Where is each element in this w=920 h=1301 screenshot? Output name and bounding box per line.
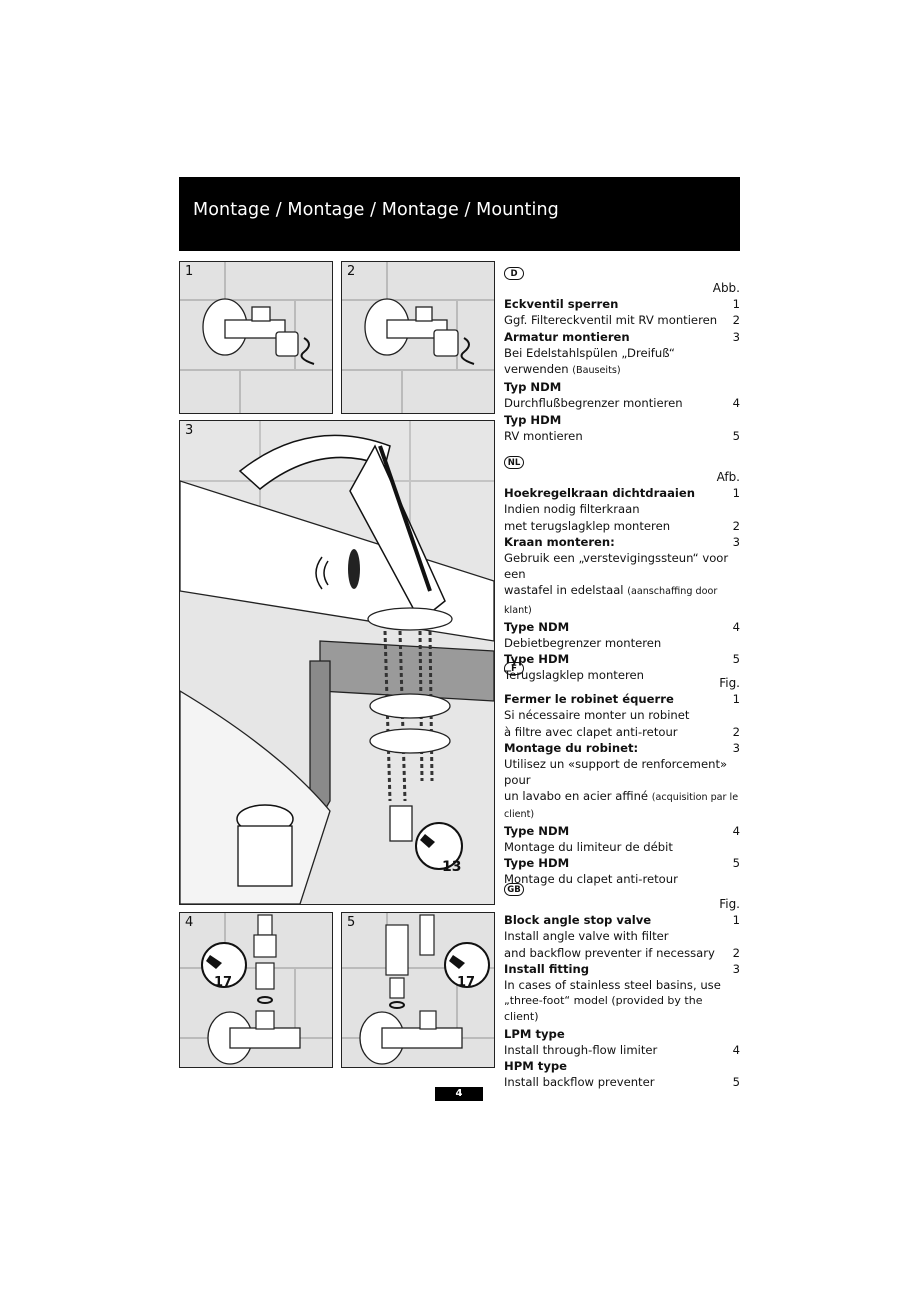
step-title: Type NDM: [504, 619, 570, 634]
figure-number: 4: [732, 396, 740, 411]
figure-ref-label: Fig.: [719, 897, 740, 911]
figure-number: 2: [732, 518, 740, 533]
wrench-size-label: 17: [457, 975, 475, 990]
step-text: In cases of stainless steel basins, use: [504, 978, 721, 992]
step-title: Eckventil sperren: [504, 297, 619, 312]
step-title: Montage du robinet:: [504, 740, 639, 755]
figure-number: 3: [732, 740, 740, 755]
figure-3: 13 3: [179, 420, 495, 905]
language-badge-fr: F: [504, 662, 524, 675]
step-text: Install through-flow limiter: [504, 1042, 658, 1057]
figure-number: 1: [732, 913, 740, 928]
step-title: Typ NDM: [504, 380, 562, 395]
figure-1: 1: [179, 261, 333, 414]
section-gb: GB Fig. Block angle stop valve 1 Install …: [504, 877, 740, 1090]
figure-number: 5: [732, 428, 740, 443]
step-text: Debietbegrenzer monteren: [504, 636, 662, 651]
section-de: D Abb. Eckventil sperren 1 Ggf. Filtereck…: [504, 261, 740, 444]
step-title: Hoekregelkraan dichtdraaien: [504, 486, 696, 501]
figure-number: 5: [732, 856, 740, 871]
step-note: client): [504, 808, 535, 820]
step-text: Gebruik een „verstevigingssteun“ voor ee…: [504, 551, 729, 582]
step-text: and backflow preventer if necessary: [504, 945, 715, 960]
step-title: Block angle stop valve: [504, 913, 652, 928]
step-text: Bei Edelstahlspülen „Dreifuß“: [504, 345, 675, 360]
step-text: Si nécessaire monter un robinet: [504, 708, 690, 723]
step-text: Indien nodig filterkraan: [504, 502, 640, 517]
figure-number: 3: [732, 534, 740, 549]
figure-number: 4: [185, 915, 194, 930]
language-badge-gb: GB: [504, 883, 524, 896]
language-badge-nl: NL: [504, 456, 524, 469]
figure-number: 2: [732, 313, 740, 328]
angle-valve-illustration: [342, 262, 494, 413]
step-title: Kraan monteren:: [504, 534, 615, 549]
step-text: RV montieren: [504, 428, 583, 443]
figure-number: 4: [732, 619, 740, 634]
language-badge-de: D: [504, 267, 524, 280]
section-fr: F Fig. Fermer le robinet équerre 1 Si néc…: [504, 656, 740, 888]
figure-4: 17 4: [179, 912, 333, 1068]
figure-number: 3: [732, 961, 740, 976]
step-text: „three-foot“ model (provided by the clie…: [504, 994, 703, 1024]
wrench-size-label: 13: [442, 859, 461, 875]
step-note: (Bauseits): [572, 365, 621, 376]
step-text: à filtre avec clapet anti-retour: [504, 724, 678, 739]
figure-ref-label: Fig.: [719, 676, 740, 690]
figure-number: 1: [185, 264, 194, 279]
figure-number: 4: [732, 823, 740, 838]
backflow-preventer-illustration: 17: [342, 913, 494, 1065]
figure-number: 2: [732, 945, 740, 960]
step-text: Utilisez un «support de renforcement» po…: [504, 757, 728, 788]
figure-number: 1: [732, 297, 740, 312]
step-text: Install angle valve with filter: [504, 929, 669, 944]
figure-number: 3: [732, 329, 740, 344]
figure-ref-label: Abb.: [712, 281, 740, 295]
step-title: LPM type: [504, 1026, 565, 1041]
section-nl: NL Afb. Hoekregelkraan dichtdraaien 1 Ind…: [504, 450, 740, 684]
step-text: wastafel in edelstaal: [504, 583, 628, 598]
page-number: 4: [435, 1087, 483, 1101]
step-text: Montage du clapet anti-retour: [504, 872, 678, 887]
section-title: Montage / Montage / Montage / Mounting: [193, 200, 559, 220]
figure-number: 5: [732, 652, 740, 667]
step-text: Install backflow preventer: [504, 1075, 655, 1090]
step-note: (acquisition par le: [651, 792, 739, 804]
angle-valve-closing-illustration: [180, 262, 332, 413]
step-text: verwenden: [504, 362, 573, 376]
step-text: Durchflußbegrenzer montieren: [504, 396, 683, 411]
figure-number: 1: [732, 486, 740, 501]
step-text: Ggf. Filtereckventil mit RV montieren: [504, 313, 718, 328]
wrench-size-label: 17: [214, 975, 232, 990]
step-title: Armatur montieren: [504, 329, 630, 344]
fitting-mounting-illustration: 13: [180, 421, 494, 904]
step-note: (aanschaffing door klant): [504, 586, 718, 616]
section-header: Montage / Montage / Montage / Mounting: [179, 177, 740, 251]
step-title: Type NDM: [504, 823, 570, 838]
figure-number: 3: [185, 423, 194, 438]
flow-limiter-illustration: 17: [180, 913, 332, 1065]
step-text: met terugslagklep monteren: [504, 518, 671, 533]
figure-number: 5: [732, 1075, 740, 1090]
figure-5: 17 5: [341, 912, 495, 1068]
figure-number: 1: [732, 692, 740, 707]
step-text: un lavabo en acier affiné: [504, 789, 652, 804]
figure-number: 4: [732, 1042, 740, 1057]
figure-number: 5: [347, 915, 356, 930]
step-title: Fermer le robinet équerre: [504, 692, 674, 707]
step-title: Type HDM: [504, 856, 570, 871]
step-text: Montage du limiteur de débit: [504, 840, 673, 855]
figure-number: 2: [732, 724, 740, 739]
step-title: HPM type: [504, 1059, 568, 1074]
step-title: Install fitting: [504, 961, 590, 976]
figure-2: 2: [341, 261, 495, 414]
figure-ref-label: Afb.: [716, 470, 740, 484]
step-title: Typ HDM: [504, 412, 562, 427]
step-text: Terugslagklep monteren: [504, 668, 644, 683]
figure-number: 2: [347, 264, 356, 279]
